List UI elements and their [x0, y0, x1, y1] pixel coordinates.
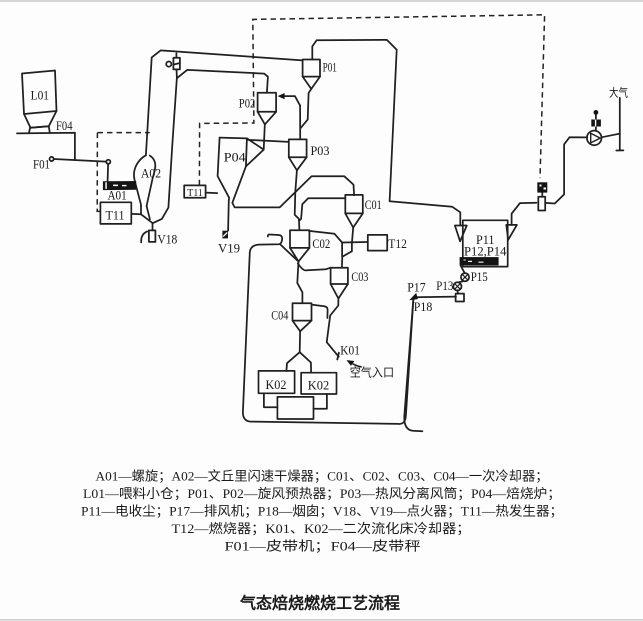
svg-text:K01: K01 — [340, 343, 360, 358]
svg-text:C02: C02 — [312, 236, 330, 251]
svg-text:T12: T12 — [388, 236, 407, 251]
svg-text:P11: P11 — [476, 232, 495, 247]
svg-text:P02: P02 — [239, 96, 256, 111]
svg-text:F01—皮带机；F04—皮带秤: F01—皮带机；F04—皮带秤 — [225, 540, 421, 555]
svg-text:T11: T11 — [106, 208, 125, 223]
svg-text:气态焙烧燃烧工艺流程: 气态焙烧燃烧工艺流程 — [239, 594, 400, 613]
svg-text:L01—喂料小仓；P01、P02—旋风预热器；P03—热风分: L01—喂料小仓；P01、P02—旋风预热器；P03—热风分离风筒；P04—焙烧… — [83, 486, 561, 502]
svg-text:大气: 大气 — [609, 86, 628, 100]
svg-text:P04: P04 — [224, 149, 246, 164]
svg-text:P12,P14: P12,P14 — [464, 244, 507, 259]
svg-text:C03: C03 — [351, 269, 368, 284]
svg-text:P15: P15 — [471, 269, 488, 284]
svg-text:P18: P18 — [414, 299, 433, 314]
svg-text:P01: P01 — [323, 60, 337, 75]
svg-text:K02: K02 — [308, 378, 329, 393]
svg-text:A01—螺旋；A02—文丘里闪速干燥器；C01、C02、C0: A01—螺旋；A02—文丘里闪速干燥器；C01、C02、C03、C04—一次冷却… — [96, 470, 549, 485]
svg-text:空气入口: 空气入口 — [350, 365, 395, 380]
svg-text:A02: A02 — [141, 165, 161, 180]
svg-text:C04: C04 — [271, 307, 288, 322]
svg-text:C01: C01 — [365, 197, 382, 212]
svg-text:K02: K02 — [266, 377, 287, 392]
svg-text:F01: F01 — [33, 157, 50, 172]
svg-text:T12—燃烧器；K01、K02—二次流化床冷却器；: T12—燃烧器；K01、K02—二次流化床冷却器； — [172, 521, 471, 537]
svg-text:P13: P13 — [436, 278, 453, 293]
svg-text:P03: P03 — [311, 143, 330, 158]
svg-text:V19: V19 — [218, 241, 240, 256]
svg-text:L01: L01 — [31, 88, 49, 103]
svg-text:V18: V18 — [157, 231, 177, 246]
svg-text:P17: P17 — [407, 279, 426, 294]
svg-text:P11—电收尘；P17—排风机；P18—烟囱；V18、V19: P11—电收尘；P17—排风机；P18—烟囱；V18、V19—点火器；T11—热… — [81, 504, 563, 520]
svg-text:F04: F04 — [56, 118, 73, 133]
svg-text:T11: T11 — [187, 187, 203, 199]
svg-text:A01: A01 — [108, 188, 127, 203]
